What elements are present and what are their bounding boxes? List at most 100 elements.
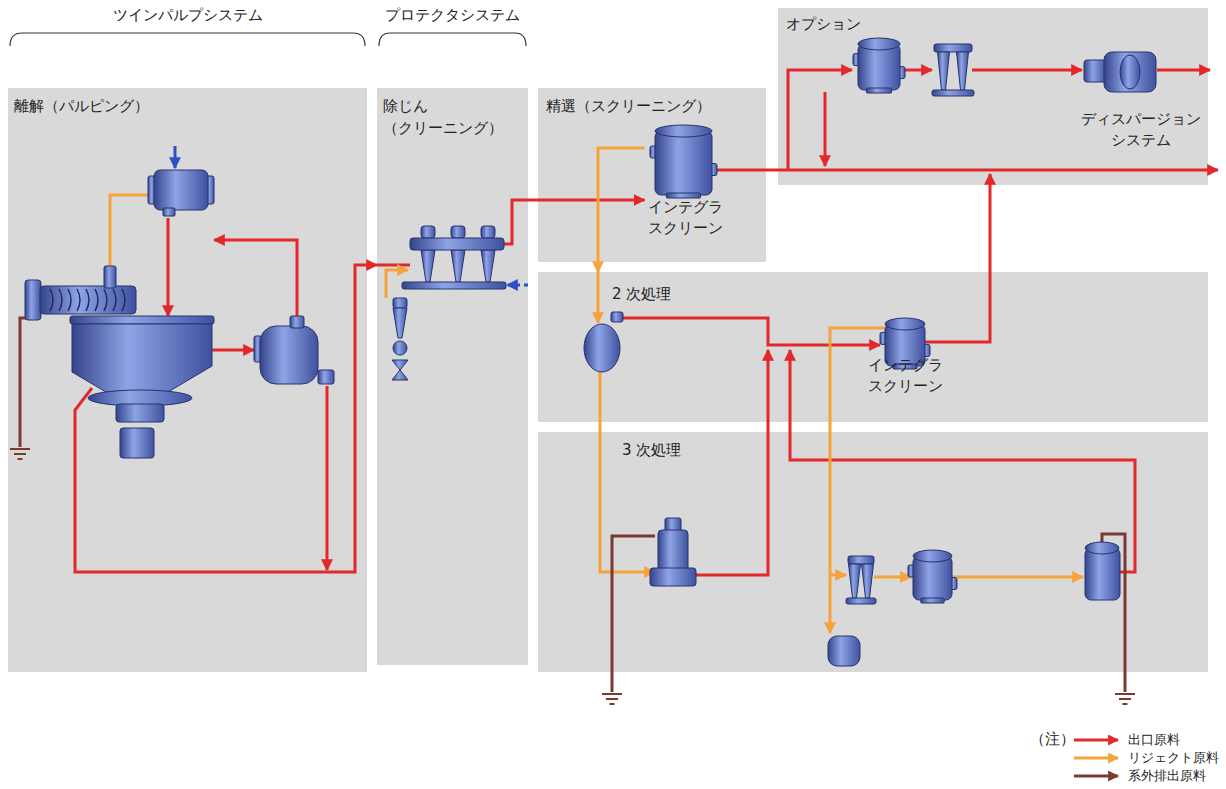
equipment-part <box>154 170 208 210</box>
equipment-part <box>402 282 506 289</box>
equipment-part <box>421 250 435 282</box>
pipe-line <box>874 576 911 579</box>
panel-heading: 離解（パルピング） <box>14 96 373 118</box>
equipment-part <box>655 125 712 137</box>
legend-note: （注） <box>1030 730 1075 749</box>
legend-row: リジェクト原料 <box>1072 749 1219 767</box>
equipment-part <box>913 550 952 562</box>
system-bracket <box>10 33 365 46</box>
screw-flight <box>95 289 98 311</box>
pipe-line <box>597 272 600 323</box>
process-panel: ディスパージョン システムオプション <box>778 8 1208 185</box>
pipe-line <box>174 146 177 168</box>
panel-ground <box>8 88 367 672</box>
pipe-line <box>952 576 1083 579</box>
equipment <box>25 38 1156 666</box>
equipment-part <box>392 370 408 380</box>
equipment-part <box>421 226 435 238</box>
equipment-part <box>858 44 900 90</box>
legend-arrow <box>1074 739 1118 742</box>
panel-ground <box>538 432 1208 672</box>
legend-text: リジェクト原料 <box>1128 749 1219 767</box>
pipe-line <box>925 174 990 342</box>
equipment-part <box>481 226 495 238</box>
pipe-line <box>212 349 254 352</box>
equipment-part <box>318 370 334 384</box>
pipe-line <box>75 388 327 572</box>
pipe-line <box>618 318 880 345</box>
equipment-part <box>393 341 407 355</box>
equipment-part <box>72 324 212 392</box>
equipment-part <box>938 52 950 90</box>
equipment-part <box>451 226 465 238</box>
equipment-part <box>921 598 944 603</box>
screw-flight <box>122 289 125 311</box>
equipment-label: ディスパージョン システム <box>1078 109 1204 153</box>
pipe-line <box>20 318 28 447</box>
screw-flight <box>104 289 107 311</box>
pipe-line <box>504 200 528 244</box>
equipment-part <box>655 131 712 195</box>
equipment-part <box>650 568 696 586</box>
equipment-label-box: インテグラ スクリーン <box>865 316 946 400</box>
panel-heading: 2 次処理 <box>612 284 1226 306</box>
equipment-part <box>932 90 974 96</box>
pipe-line <box>507 284 528 287</box>
equipment-label-box: インテグラ スクリーン <box>645 122 726 242</box>
pipe-line <box>377 264 410 267</box>
equipment-part <box>1085 542 1119 554</box>
panel-heading: オプション <box>786 14 1216 36</box>
process-panel: 3 次処理 <box>538 432 1208 672</box>
equipment-part <box>104 266 116 288</box>
equipment-label: インテグラ スクリーン <box>865 355 946 399</box>
pipe-line <box>327 265 367 572</box>
equipment-part <box>1120 55 1140 89</box>
legend-swatch <box>1072 733 1122 747</box>
screw-flight <box>77 289 80 311</box>
flow-connector <box>367 264 377 267</box>
legend-row: 系外排出原料 <box>1072 767 1206 785</box>
ground-symbol <box>1115 694 1135 704</box>
process-panel: 離解（パルピング） <box>8 88 367 672</box>
system-bracket <box>379 33 526 46</box>
equipment-part <box>1085 548 1120 600</box>
equipment-part <box>611 312 623 322</box>
panel-heading: 除じん（クリーニング） <box>383 96 523 140</box>
equipment-part <box>40 286 136 314</box>
equipment-part <box>866 88 891 93</box>
equipment-part <box>290 316 304 328</box>
pipe-line <box>612 536 655 692</box>
process-panel: インテグラ スクリーン2 次処理 <box>538 272 1208 422</box>
panel-ground <box>377 88 528 665</box>
panel-grounds <box>8 8 1208 672</box>
equipment-part <box>25 280 41 320</box>
legend-arrow <box>1074 757 1118 760</box>
equipment-part <box>116 404 164 422</box>
equipment-part <box>392 360 408 370</box>
equipment-part <box>828 636 860 666</box>
panel-ground <box>778 8 1208 185</box>
pipe-line <box>790 350 1135 572</box>
pipe-line <box>824 92 827 166</box>
process-panel: インテグラ スクリーン精選（スクリーニング） <box>538 88 766 262</box>
legend-text: 出口原料 <box>1128 731 1180 749</box>
pipes <box>10 70 1218 704</box>
equipment-label: インテグラ スクリーン <box>645 197 726 241</box>
equipment-part <box>858 38 900 50</box>
equipment-label-box: ディスパージョン システム <box>1078 50 1204 154</box>
equipment-part <box>410 238 504 250</box>
panel-heading: 精選（スクリーニング） <box>546 96 774 118</box>
pipe-line <box>690 350 768 575</box>
pipe-line <box>214 240 297 328</box>
equipment-part <box>393 308 407 338</box>
equipment-part <box>1084 60 1106 82</box>
screw-flight <box>113 289 116 311</box>
pipe-line <box>167 218 170 316</box>
ground-symbol <box>602 694 622 704</box>
flow-connector <box>528 199 645 202</box>
equipment-part <box>451 250 465 282</box>
system-bracket <box>10 33 526 46</box>
legend-swatch <box>1072 769 1122 783</box>
ground-symbol <box>10 449 30 459</box>
